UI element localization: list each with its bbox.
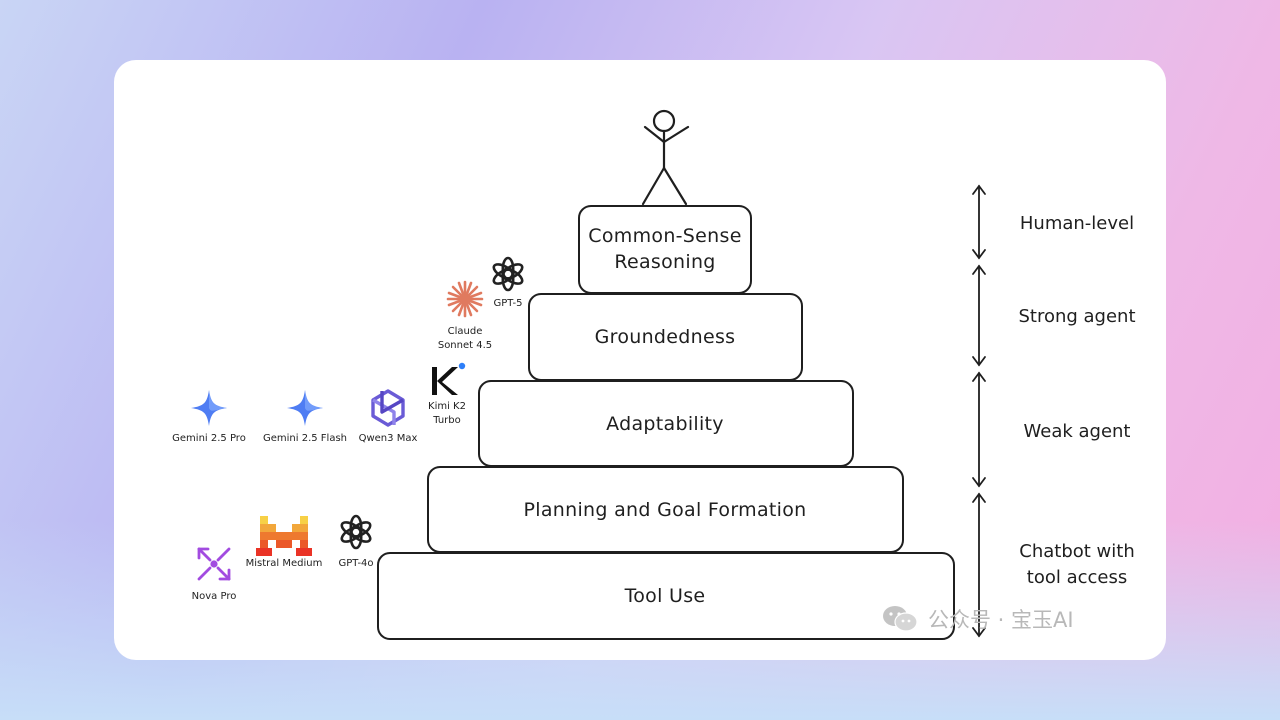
tier-label: Groundedness <box>595 326 736 348</box>
kimi-icon <box>432 362 466 395</box>
tier-label: Common-Sense <box>588 225 741 247</box>
model-nova-pro: Nova Pro <box>192 547 237 602</box>
tier-tool-use: Tool Use <box>377 552 955 640</box>
gemini-icon <box>287 390 323 426</box>
tier-planning-and-goal-formation: Planning and Goal Formation <box>427 466 904 553</box>
tier-common-sense-reasoning: Common-Sense Reasoning <box>578 205 752 294</box>
svg-text:Gemini 2.5 Flash: Gemini 2.5 Flash <box>263 433 347 444</box>
openai-icon <box>490 256 526 292</box>
tier-adaptability: Adaptability <box>478 380 854 467</box>
model-kimi-k2-turbo: Kimi K2 Turbo <box>428 362 466 426</box>
gemini-icon <box>191 390 227 426</box>
svg-text:Sonnet 4.5: Sonnet 4.5 <box>438 340 492 351</box>
level-arrows <box>972 184 986 638</box>
model-qwen3-max: Qwen3 Max <box>359 389 418 444</box>
svg-text:GPT-5: GPT-5 <box>494 298 523 309</box>
level-label-human: Human-level <box>1020 213 1134 234</box>
model-claude-sonnet-4-5: Claude Sonnet 4.5 <box>438 280 492 351</box>
svg-text:Claude: Claude <box>448 326 483 337</box>
svg-text:Nova Pro: Nova Pro <box>192 591 237 602</box>
tier-label: Planning and Goal Formation <box>524 499 807 521</box>
stick-figure-icon <box>641 109 690 206</box>
tier-label: Reasoning <box>614 251 715 273</box>
svg-text:GPT-4o: GPT-4o <box>338 558 373 569</box>
svg-text:Turbo: Turbo <box>432 415 461 426</box>
svg-text:Gemini 2.5 Pro: Gemini 2.5 Pro <box>172 433 246 444</box>
qwen-icon <box>371 389 405 427</box>
svg-text:Qwen3 Max: Qwen3 Max <box>359 433 418 444</box>
level-label-strong-agent: Strong agent <box>1018 306 1135 327</box>
nova-icon <box>197 547 231 581</box>
wechat-icon <box>883 606 918 632</box>
openai-icon <box>338 514 374 550</box>
model-gpt-5: GPT-5 <box>490 256 526 309</box>
model-gemini-2-5-flash: Gemini 2.5 Flash <box>263 390 347 444</box>
svg-text:Kimi K2: Kimi K2 <box>428 401 466 412</box>
tier-label: Adaptability <box>606 413 724 435</box>
tier-groundedness: Groundedness <box>528 293 803 381</box>
watermark-text: 公众号 · 宝玉AI <box>928 608 1074 632</box>
model-gemini-2-5-pro: Gemini 2.5 Pro <box>172 390 246 444</box>
watermark: 公众号 · 宝玉AI <box>880 603 1074 635</box>
svg-text:Mistral Medium: Mistral Medium <box>246 558 323 569</box>
level-label-chatbot: tool access <box>1027 567 1127 588</box>
level-label-chatbot: Chatbot with <box>1019 541 1134 562</box>
level-label-weak-agent: Weak agent <box>1024 421 1131 442</box>
model-mistral-medium: Mistral Medium <box>246 516 323 569</box>
claude-icon <box>446 280 484 318</box>
model-gpt-4o: GPT-4o <box>338 514 374 569</box>
tier-label: Tool Use <box>624 585 706 607</box>
mistral-icon <box>256 516 312 556</box>
